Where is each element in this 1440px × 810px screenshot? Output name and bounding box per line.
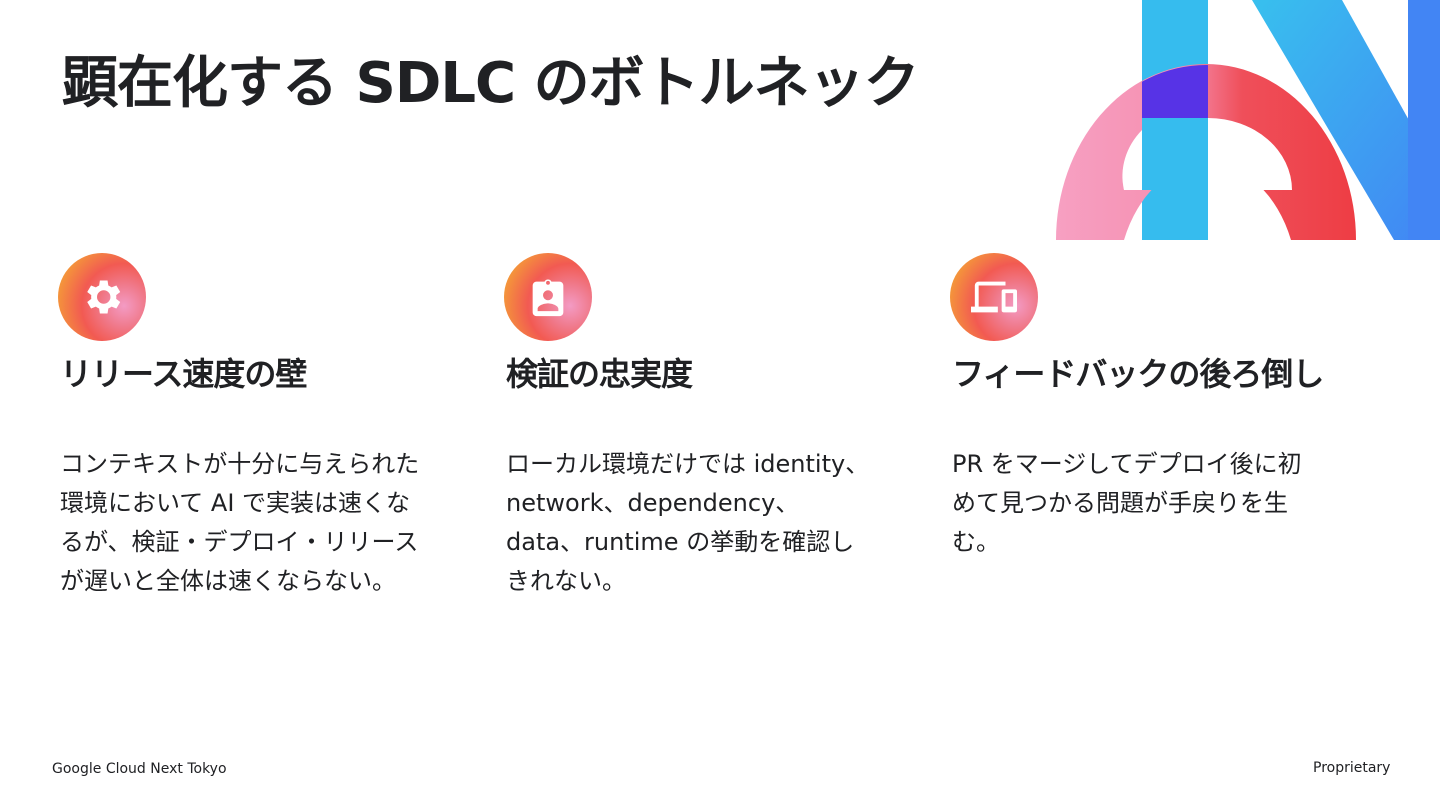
footer-brand: Google Cloud Next Tokyo — [52, 761, 227, 777]
card-verification-fidelity: 検証の忠実度 ローカル環境だけでは identity、network、depen… — [504, 253, 884, 601]
decorative-logo-graphic — [1056, 0, 1440, 240]
devices-icon — [950, 253, 1038, 341]
card-delayed-feedback: フィードバックの後ろ倒し PR をマージしてデプロイ後に初めて見つかる問題が手戻… — [950, 253, 1330, 562]
gear-icon — [58, 253, 146, 341]
card-body: PR をマージしてデプロイ後に初めて見つかる問題が手戻りを生む。 — [952, 450, 1302, 557]
card-title: リリース速度の壁 — [60, 355, 307, 393]
card-title: フィードバックの後ろ倒し — [952, 355, 1324, 393]
card-release-speed: リリース速度の壁 コンテキストが十分に与えられた環境において AI で実装は速く… — [58, 253, 438, 601]
card-body: ローカル環境だけでは identity、network、dependency、d… — [506, 450, 870, 596]
card-title: 検証の忠実度 — [506, 355, 693, 393]
slide-title: 顕在化する SDLC のボトルネック — [62, 51, 920, 116]
badge-person-icon — [504, 253, 592, 341]
card-body: コンテキストが十分に与えられた環境において AI で実装は速くなるが、検証・デプ… — [60, 450, 420, 596]
footer-proprietary: Proprietary — [1313, 760, 1391, 776]
